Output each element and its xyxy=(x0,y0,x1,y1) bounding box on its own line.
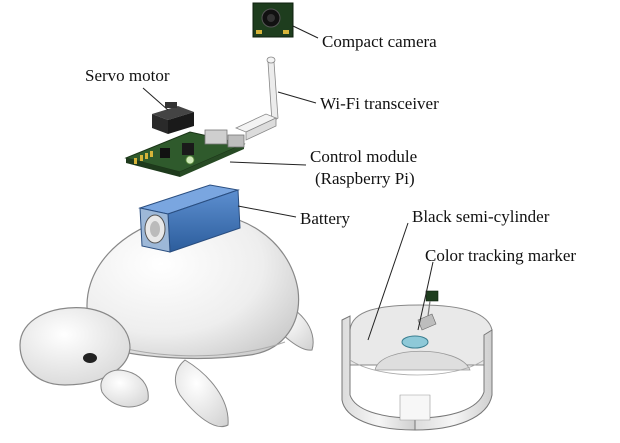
turtle-robot xyxy=(19,212,314,427)
semi-cylinder-assembly xyxy=(341,290,493,431)
label-compact-camera: Compact camera xyxy=(322,32,437,51)
turtle-left-flipper xyxy=(100,369,149,408)
leader-line-camera xyxy=(292,25,319,39)
turtle-head xyxy=(19,307,131,386)
turtle-eye xyxy=(83,353,97,363)
servo-motor-illustration xyxy=(152,102,194,134)
compact-camera-illustration xyxy=(252,2,294,38)
color-tracking-marker-disc xyxy=(401,335,429,349)
label-battery: Battery xyxy=(300,209,351,228)
leader-lines xyxy=(142,25,434,341)
battery-illustration xyxy=(138,184,241,253)
leader-line-servo xyxy=(142,87,169,111)
label-servo-motor: Servo motor xyxy=(85,66,170,85)
leader-line-black-semi xyxy=(367,222,409,341)
wifi-transceiver-illustration xyxy=(234,56,279,141)
label-raspberry-pi: (Raspberry Pi) xyxy=(315,169,415,188)
label-black-semi-cylinder: Black semi-cylinder xyxy=(412,207,550,226)
leader-line-wifi xyxy=(277,91,317,104)
leader-line-marker xyxy=(417,261,434,331)
control-module-illustration xyxy=(124,129,246,177)
leader-line-battery xyxy=(237,205,297,218)
label-control-module: Control module xyxy=(310,147,418,166)
turtle-right-flipper xyxy=(174,359,229,427)
label-color-tracking-marker: Color tracking marker xyxy=(425,246,577,265)
leader-line-control xyxy=(229,161,307,166)
label-wifi-transceiver: Wi-Fi transceiver xyxy=(320,94,439,113)
